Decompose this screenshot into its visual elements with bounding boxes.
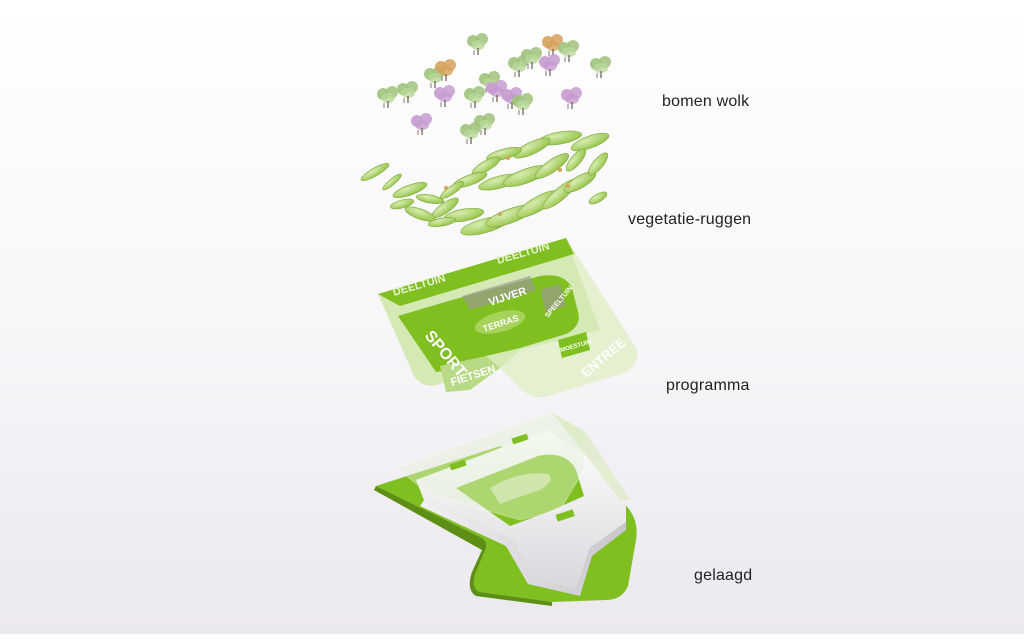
tree-icon (434, 85, 455, 107)
roof-light-2 (511, 433, 529, 445)
garden-beds (540, 284, 566, 312)
tree-icon (460, 122, 481, 144)
vegetation-ridge (440, 181, 464, 199)
vegetation-ridge (565, 148, 587, 172)
tree-icon (542, 34, 563, 56)
flower-dot (506, 156, 510, 160)
layered-model (374, 411, 637, 606)
tree-icon (512, 93, 533, 115)
program-layer: DEELTUIN DEELTUIN VIJVER TERRAS SPEELTUI… (378, 238, 637, 397)
courtyard-pond (490, 473, 551, 504)
vegetation-ridge (415, 194, 445, 204)
tree-icon (464, 86, 485, 108)
vegetation-ridges-layer (360, 130, 610, 236)
vegetation-ridge (427, 217, 457, 227)
tree-icon (467, 33, 488, 55)
moestuin-beds (462, 276, 536, 310)
entree-plaza (500, 238, 637, 397)
tree-icon (539, 54, 560, 76)
tree-icon (397, 81, 418, 103)
tree-icon (411, 113, 432, 135)
ground-plate-edge (374, 486, 552, 606)
deeltuin-strip (378, 238, 574, 306)
vegetation-ridge (513, 137, 551, 159)
tree-icon (558, 40, 579, 62)
layer-label-programma: programma (666, 377, 750, 394)
speeltuin-block (558, 332, 590, 358)
tree-icon (486, 80, 507, 102)
building-side (420, 500, 626, 596)
tree-icon (435, 59, 456, 81)
vegetation-ridge (534, 153, 570, 179)
glass-roof-slope (552, 412, 630, 500)
tree-icon (561, 87, 582, 109)
vegetation-ridge (570, 132, 610, 152)
vegetation-ridge (587, 152, 609, 176)
layer-label-bomen-wolk: bomen wolk (662, 93, 750, 110)
layer-label-gelaagd: gelaagd (694, 567, 753, 584)
flower-dot (498, 212, 502, 216)
tree-icon (377, 86, 398, 108)
flower-dot (444, 186, 448, 190)
vegetation-ridge (390, 198, 414, 210)
roof-light-3 (555, 509, 575, 522)
terras-oval (474, 310, 526, 334)
glass-volume (394, 411, 587, 521)
tree-cloud-layer (377, 33, 611, 144)
tree-icon (521, 47, 542, 69)
vegetation-ridge (392, 181, 428, 199)
layer-label-vegetatie-ruggen: vegetatie-ruggen (628, 211, 752, 228)
vegetation-ridge (382, 173, 402, 191)
vegetation-ridge (360, 162, 390, 182)
fietsen-zone (440, 356, 500, 392)
roof-light-1 (449, 459, 467, 471)
flower-dot (566, 184, 570, 188)
flower-dot (558, 168, 562, 172)
tree-icon (590, 56, 611, 78)
vegetation-ridge (588, 191, 608, 205)
sport-zone (398, 300, 486, 372)
